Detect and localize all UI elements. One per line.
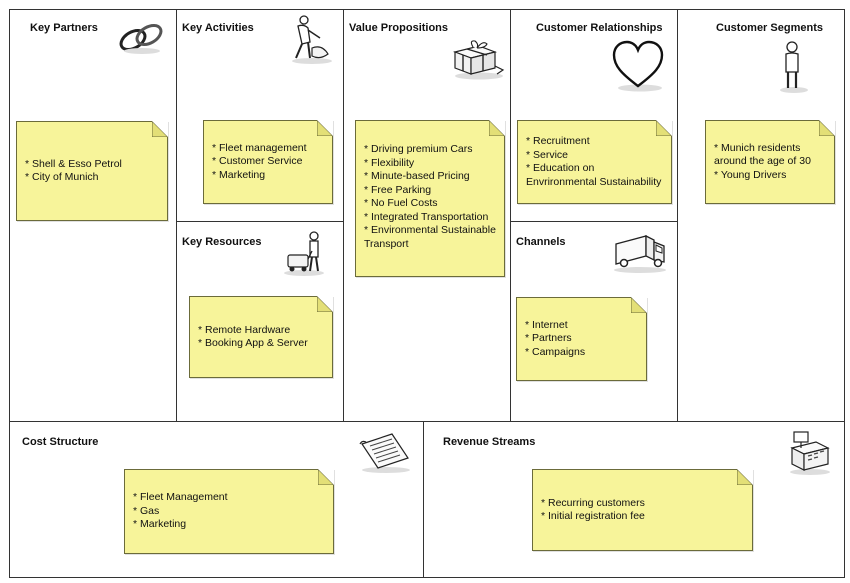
note-item: * Education on Envrironmental Sustainabi… [526,162,662,188]
note-item: * Gas [133,504,160,517]
customer-segments-title: Customer Segments [716,22,823,34]
note-item: * Fleet management [212,141,307,154]
note-item: * Campaigns [525,345,586,358]
customer-relationships-note: * Recruitment * Service * Education on E… [517,120,672,204]
note-corner-fold [737,469,753,485]
customer-segments-note: * Munich residents around the age of 30 … [705,120,835,204]
note-item: * Booking App & Server [198,337,308,349]
receipt-icon [358,430,412,479]
note-item: * No Fuel Costs [364,197,438,209]
note-corner-fold [819,120,835,136]
note-item: * Shell & Esso Petrol [25,157,122,170]
key-activities-note: * Fleet management * Customer Service * … [203,120,333,204]
key-resources-note: * Remote Hardware * Booking App & Server [189,296,333,378]
person-icon [778,40,808,99]
note-item: * Marketing [212,168,266,181]
value-propositions-note: * Driving premium Cars * Flexibility * M… [355,120,505,277]
note-item: * Initial registration fee [541,510,645,522]
note-corner-fold [631,297,647,313]
key-partners-note: * Shell & Esso Petrol * City of Munich [16,121,168,221]
note-item: * City of Munich [25,171,99,183]
note-item: * Munich residents around the age of 30 [714,141,811,168]
note-item: * Marketing [133,518,187,531]
customer-relationships-title: Customer Relationships [536,22,663,34]
note-corner-fold [489,120,505,136]
note-item: * Remote Hardware [198,323,291,336]
note-item: * Recruitment [526,135,590,147]
truck-icon [612,232,668,279]
gift-box-icon [449,38,505,85]
note-item: * Recurring customers [541,496,645,509]
note-item: * Flexibility [364,156,415,169]
key-resources-title: Key Resources [182,236,262,248]
note-corner-fold [656,120,672,136]
note-item: * Minute-based Pricing [364,170,470,182]
customer-segments-block [677,9,845,422]
cost-structure-title: Cost Structure [22,436,99,448]
heart-icon [612,40,664,97]
note-item: * Service [526,148,569,161]
note-corner-fold [317,120,333,136]
note-item: * Internet [525,318,568,331]
revenue-streams-note: * Recurring customers * Initial registra… [532,469,753,551]
key-activities-title: Key Activities [182,22,254,34]
key-partners-title: Key Partners [30,22,98,34]
note-item: * Fleet Management [133,491,228,504]
note-item: * Free Parking [364,183,432,196]
note-corner-fold [152,121,168,137]
cash-register-icon [786,428,832,481]
channels-title: Channels [516,236,566,248]
forklift-worker-icon [282,229,328,282]
note-item: * Customer Service [212,155,303,168]
note-item: * Integrated Transportation [364,210,489,223]
channels-note: * Internet * Partners * Campaigns [516,297,647,381]
cost-structure-note: * Fleet Management * Gas * Marketing [124,469,334,554]
revenue-streams-title: Revenue Streams [443,436,536,448]
note-item: * Driving premium Cars [364,143,473,155]
note-item: * Environmental Sustainable Transport [364,224,496,250]
chain-links-icon [118,20,166,61]
note-corner-fold [317,296,333,312]
note-item: * Young Drivers [714,168,787,181]
worker-icon [282,14,334,71]
value-propositions-title: Value Propositions [349,22,449,34]
note-corner-fold [318,469,334,485]
revenue-streams-block [423,421,845,578]
note-item: * Partners [525,332,572,345]
